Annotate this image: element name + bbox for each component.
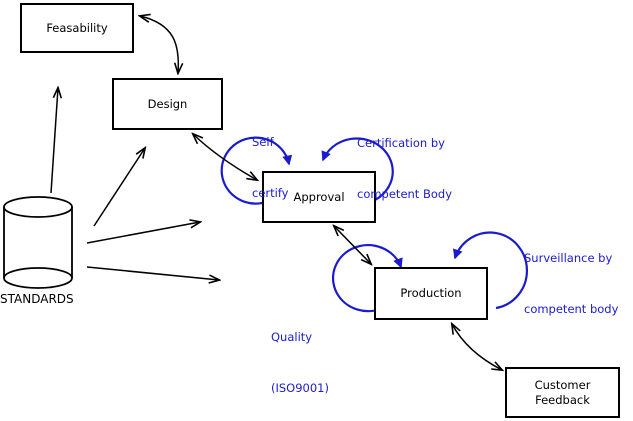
node-approval: Approval [262,171,376,223]
edge-standards-approval [86,222,200,244]
node-customer-feedback-label-line1: Customer [534,377,591,392]
loop-certification [321,137,394,206]
edge-standards-production [86,266,219,280]
node-approval-label: Approval [293,189,345,204]
annotation-self-certify-line2: certify [252,186,289,200]
edge-standards-feasability [50,88,58,194]
edge-approval-production [334,226,371,264]
edge-production-customer-feedback [452,324,502,370]
node-design-label: Design [147,96,188,111]
annotation-quality-monitoring: Quality (ISO9001) monitoring [271,295,334,421]
node-feasability: Feasability [20,3,134,53]
node-customer-feedback: Customer Feedback [505,367,620,418]
edge-design-approval [193,134,257,180]
node-feasability-label: Feasability [46,20,108,35]
annotation-surveillance-line1: Surveillance by [524,251,613,265]
standards-cylinder [3,196,73,289]
annotation-self-certify: Self certify [252,100,288,236]
node-customer-feedback-label-line2: Feedback [535,392,590,407]
annotation-self-certify-line1: Self [252,135,274,149]
standards-label: STANDARDS [0,292,74,306]
edge-standards-design [93,148,145,227]
annotation-surveillance: Surveillance by competent body [524,216,618,352]
edge-feasability-design [140,16,178,73]
annotation-certification: Certification by competent Body [357,101,452,237]
node-production-label: Production [400,286,462,300]
annotation-quality-line2: (ISO9001) [271,381,329,395]
annotation-surveillance-line2: competent body [524,302,619,316]
annotation-quality-line1: Quality [271,330,313,344]
loop-surveillance [453,231,529,310]
loop-quality-monitoring [331,244,403,313]
annotation-certification-line1: Certification by [357,136,445,150]
node-design: Design [112,78,223,130]
annotation-certification-line2: competent Body [357,187,453,201]
node-production: Production [374,267,488,320]
